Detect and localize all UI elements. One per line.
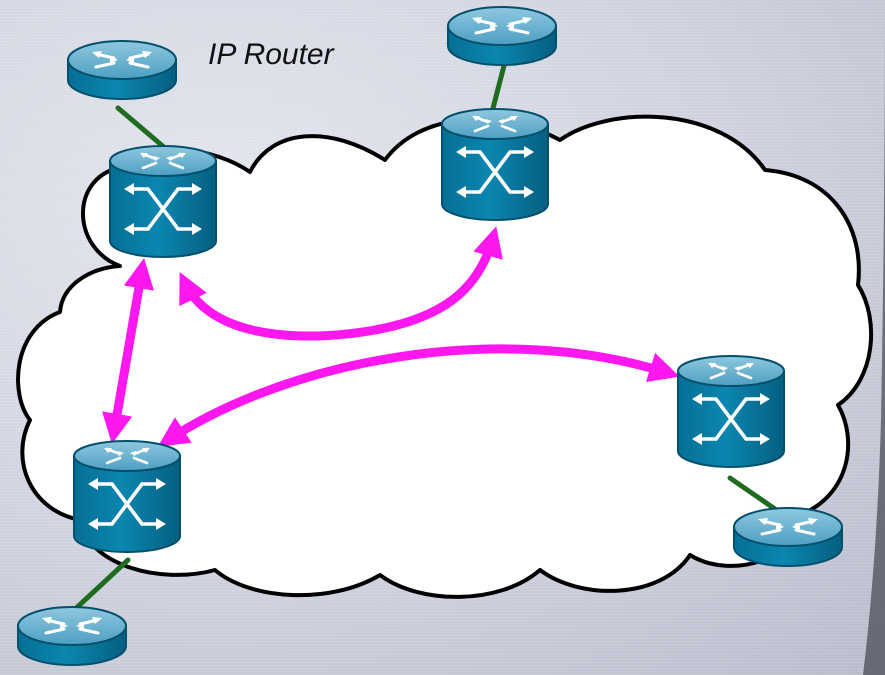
ip-router-label: IP Router: [208, 38, 334, 71]
lightpath-bottomleft-right: [157, 344, 680, 447]
decorative-corner-arc: [863, 0, 885, 675]
ip-router-top-left[interactable]: [66, 39, 178, 101]
optical-switch-top-center[interactable]: [440, 108, 550, 222]
optical-switch-right[interactable]: [676, 355, 786, 469]
lightpaths: [102, 226, 680, 447]
access-link-top-center: [489, 59, 508, 115]
optical-switch-bottom-left[interactable]: [72, 440, 182, 554]
ip-router-bottom-left[interactable]: [16, 605, 128, 667]
lightpath-topleft-topcenter: [179, 226, 503, 341]
access-link-bottom-left: [69, 557, 131, 615]
access-link-top-left: [115, 105, 168, 151]
optical-switch-top-left[interactable]: [108, 145, 218, 259]
lightpath-topleft-bottomleft: [102, 257, 154, 445]
ip-router-top-center[interactable]: [446, 5, 558, 67]
ip-router-bottom-right[interactable]: [732, 506, 844, 568]
